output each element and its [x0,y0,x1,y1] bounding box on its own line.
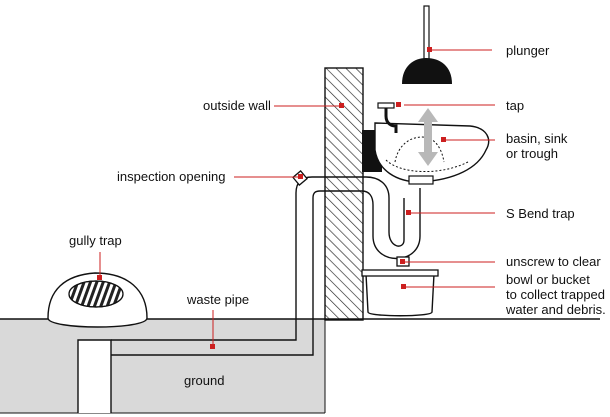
basin-label-line2: or trough [506,146,558,161]
unscrew-to-clear-label: unscrew to clear [506,254,601,269]
tap-label: tap [506,98,524,113]
gully-trap-label: gully trap [69,233,122,248]
bowl-bucket [361,269,439,317]
bowl-label-line2: to collect trapped [506,287,605,302]
tap [377,102,398,133]
outside-wall [324,67,364,321]
inspection-opening-label: inspection opening [117,169,225,184]
bowl-label-line3: water and debris. [505,302,606,317]
basin [362,108,490,185]
bowl-label-line1: bowl or bucket [506,272,590,287]
gully-trap [47,272,148,413]
s-bend-trap-label: S Bend trap [506,206,575,221]
basin-label-line1: basin, sink [506,131,568,146]
plunger-label: plunger [506,43,550,58]
ground-label: ground [184,373,224,388]
waste-pipe [111,170,390,356]
leader-lines [97,47,495,349]
s-bend-trap [372,188,421,267]
waste-pipe-label: waste pipe [186,292,249,307]
outside-wall-label: outside wall [203,98,271,113]
plunger [402,5,452,84]
